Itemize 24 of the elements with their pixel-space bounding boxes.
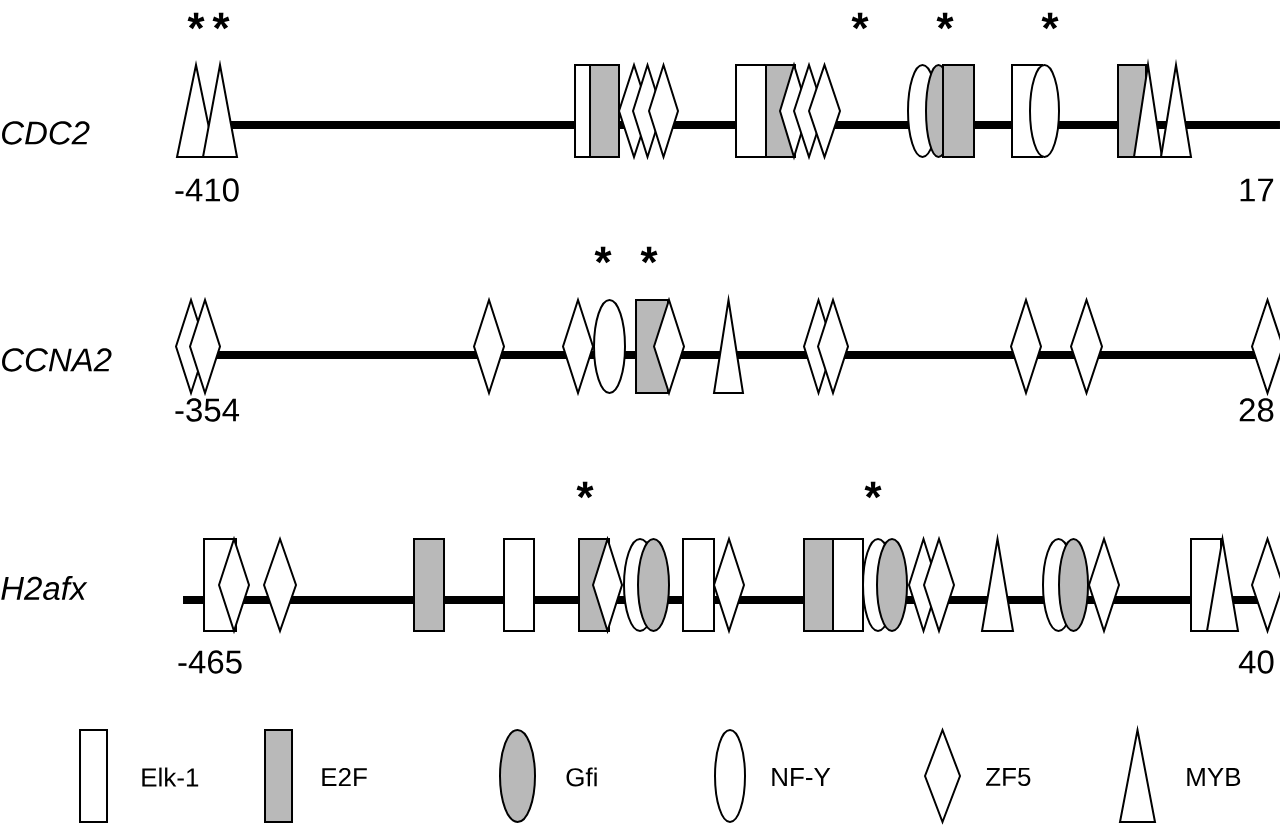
position-number: -354	[175, 398, 240, 422]
gene-name: H2afx	[1, 575, 88, 601]
legend-label: ZF5	[986, 767, 1031, 787]
position-number: -410	[175, 178, 239, 202]
gene-name: CDC2	[2, 121, 90, 145]
position-number: 17	[1240, 178, 1274, 202]
asterisk: *	[594, 246, 612, 264]
legend-label: E2F	[322, 767, 367, 787]
legend-label: MYB	[1187, 768, 1241, 786]
asterisk: *	[212, 12, 230, 30]
asterisk: *	[187, 12, 205, 30]
position-number: 28	[1239, 398, 1274, 422]
asterisk: *	[851, 12, 869, 30]
position-number: -465	[178, 650, 242, 674]
position-number: 40	[1238, 650, 1274, 674]
gene-name: CCNA2	[2, 348, 112, 372]
legend-label: Gfi	[566, 767, 597, 787]
asterisk: *	[1041, 12, 1059, 30]
asterisk: *	[640, 246, 658, 264]
legend-label: Elk-1	[142, 767, 199, 787]
legend-label: NF-Y	[772, 768, 831, 786]
asterisk: *	[936, 12, 954, 30]
asterisk: *	[864, 481, 882, 499]
asterisk: *	[576, 481, 594, 499]
